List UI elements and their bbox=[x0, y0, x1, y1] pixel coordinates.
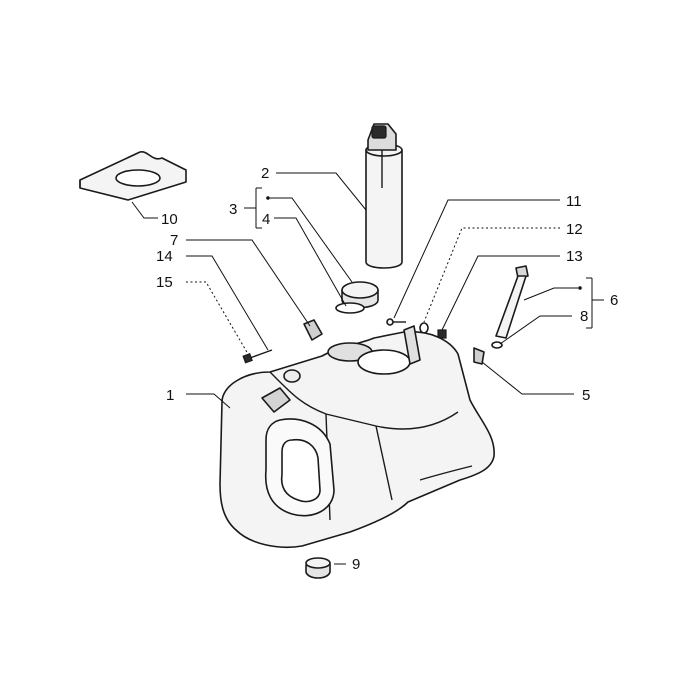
part-6-fuel-pipe bbox=[491, 265, 529, 349]
callout-5: 5 bbox=[582, 387, 590, 404]
part-11-bolt bbox=[386, 318, 406, 326]
part-14-screw bbox=[242, 349, 273, 364]
bullet-3-1 bbox=[266, 196, 270, 200]
callout-9: 9 bbox=[352, 556, 360, 573]
callout-14: 14 bbox=[156, 248, 173, 265]
callout-13: 13 bbox=[566, 248, 583, 265]
callout-7: 7 bbox=[170, 232, 178, 249]
callout-8: 8 bbox=[580, 308, 588, 325]
callout-15: 15 bbox=[156, 274, 173, 291]
part-1-fuel-tank bbox=[219, 325, 495, 549]
callout-3: 3 bbox=[229, 201, 237, 218]
callout-11: 11 bbox=[566, 193, 582, 210]
callout-6: 6 bbox=[610, 292, 618, 309]
callout-1: 1 bbox=[166, 387, 174, 404]
bullet-6-1 bbox=[578, 286, 582, 290]
part-2-fuel-sender bbox=[365, 123, 403, 269]
callout-12: 12 bbox=[566, 221, 583, 238]
part-5-fitting bbox=[473, 347, 485, 365]
callout-4: 4 bbox=[262, 211, 270, 228]
part-12-washer bbox=[419, 322, 429, 334]
callout-2: 2 bbox=[261, 165, 269, 182]
callout-10: 10 bbox=[161, 211, 178, 228]
part-4-filler-cap bbox=[335, 281, 379, 314]
leader-lines bbox=[131, 172, 604, 565]
callout-labels: 1 2 3 4 5 6 7 8 9 10 11 12 13 14 15 bbox=[156, 165, 618, 573]
part-7-clip bbox=[303, 319, 323, 341]
part-10-pad bbox=[79, 151, 187, 201]
part-9-grommet bbox=[305, 557, 331, 579]
